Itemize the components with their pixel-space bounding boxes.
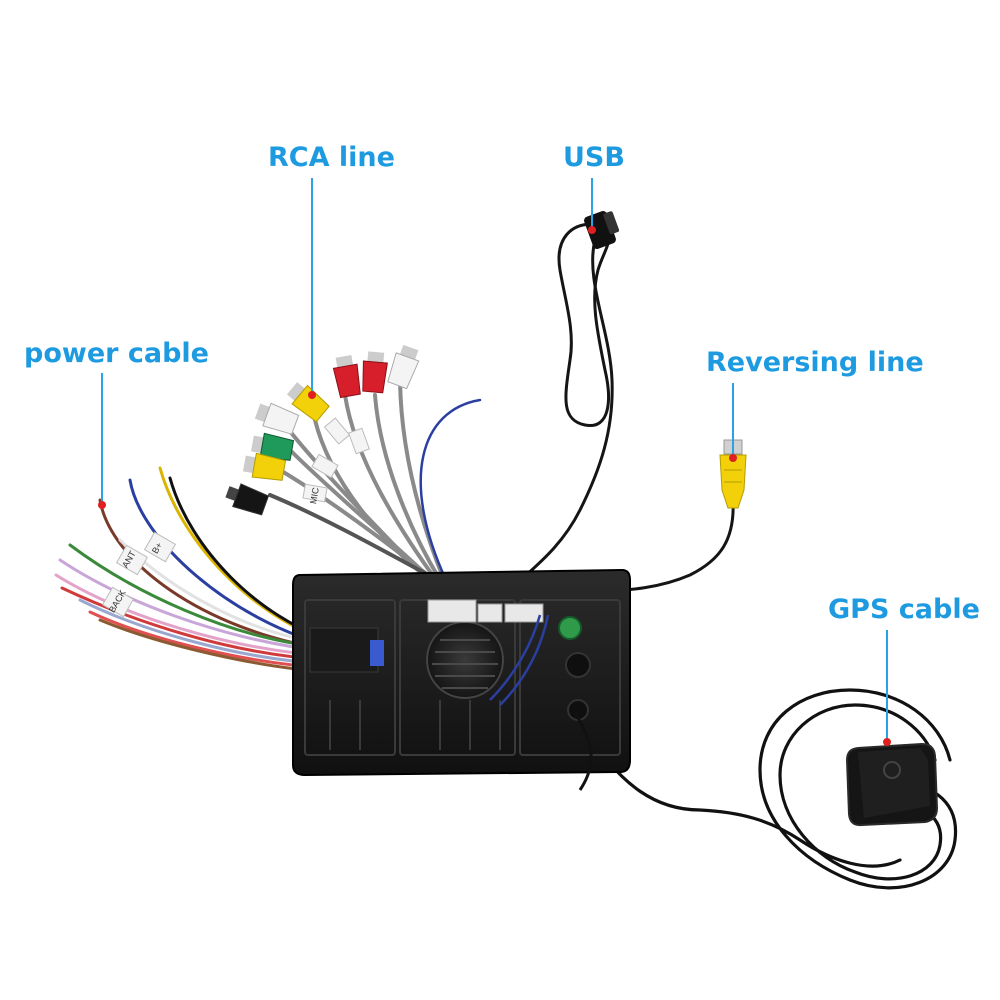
gps-antenna	[845, 742, 939, 827]
power-wires	[54, 466, 332, 674]
rca-line-label: RCA line	[268, 142, 395, 173]
rca-plugs	[225, 344, 420, 516]
reversing-line-label: Reversing line	[706, 347, 924, 378]
callout-lines	[101, 178, 888, 742]
head-unit	[292, 568, 631, 791]
power-cable-label: power cable	[24, 338, 209, 369]
gps-cable-label: GPS cable	[828, 594, 980, 625]
usb-cable	[508, 222, 614, 592]
gps-cable	[578, 688, 958, 890]
rca-wires	[268, 373, 482, 582]
power-wire-tags	[101, 531, 177, 618]
rca-tags	[302, 417, 370, 503]
callout-dots	[98, 226, 891, 746]
unit-wires	[489, 614, 550, 706]
reversing-rca-plug	[719, 439, 747, 509]
usb-label: USB	[563, 142, 625, 173]
